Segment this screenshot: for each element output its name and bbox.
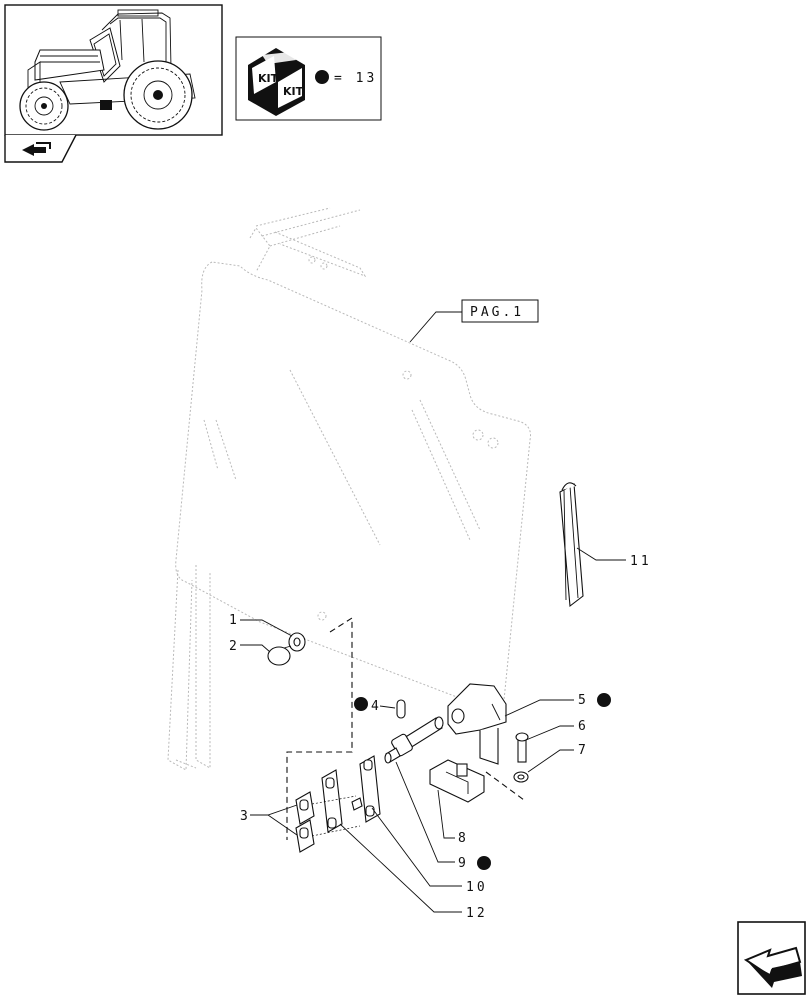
callout-5: 5	[578, 693, 589, 708]
tractor-thumbnail	[4, 4, 223, 136]
assembly-line-left	[286, 616, 353, 840]
kit-label-2: KIT	[283, 85, 304, 98]
next-page-button[interactable]	[737, 921, 806, 995]
callout-3: 3	[240, 809, 251, 824]
kit-quantity-text: = 13	[334, 71, 377, 86]
callout-4: 4	[371, 699, 382, 714]
part-8-bracket	[429, 759, 485, 803]
callout-12: 12	[466, 906, 488, 921]
part-3-shims	[295, 791, 315, 853]
callout-5-kit-dot	[597, 693, 611, 707]
callout-10: 10	[466, 880, 488, 895]
page-reference[interactable]: PAG.1	[409, 299, 539, 343]
next-page-arrow-icon	[743, 946, 802, 988]
kit-dot-icon	[315, 70, 329, 84]
part-9-hinge-pin	[384, 716, 444, 764]
part-7-washer	[513, 771, 529, 783]
part-6-bolt	[515, 732, 529, 763]
part-1-washer	[288, 632, 306, 652]
part-2-cap	[267, 645, 292, 666]
assembly-line-right	[485, 771, 525, 801]
front-wheel-icon	[19, 81, 69, 131]
part-11-seal-strip	[559, 482, 584, 608]
callout-9-kit-dot	[477, 856, 491, 870]
callout-6: 6	[578, 719, 589, 734]
kit-box-icon: KIT KIT	[248, 48, 305, 116]
callouts: 1 2 3 4 5 6 7 8 9 10 11 12	[229, 554, 652, 921]
callout-9: 9	[458, 856, 469, 871]
kit-legend-box: KIT KIT = 13	[235, 36, 382, 121]
callout-11: 11	[630, 554, 652, 569]
page-reference-label: PAG.1	[470, 305, 524, 320]
part-12-plate	[321, 769, 343, 833]
left-arrow-nav-icon	[22, 142, 51, 156]
door-glass-outline	[167, 207, 531, 771]
rear-wheel-icon	[123, 60, 193, 130]
callout-8: 8	[458, 831, 469, 846]
callout-7: 7	[578, 743, 589, 758]
part-5-hinge-block	[447, 683, 507, 765]
kit-label-1: KIT	[258, 72, 279, 85]
alignment-lines	[311, 795, 361, 837]
part-10-plate	[351, 755, 381, 823]
callout-1: 1	[229, 613, 240, 628]
callout-4-kit-dot	[354, 697, 368, 711]
callout-2: 2	[229, 639, 240, 654]
leader-lines	[240, 547, 626, 913]
part-4-pin	[396, 699, 406, 719]
nav-prev-tab[interactable]	[4, 134, 77, 163]
